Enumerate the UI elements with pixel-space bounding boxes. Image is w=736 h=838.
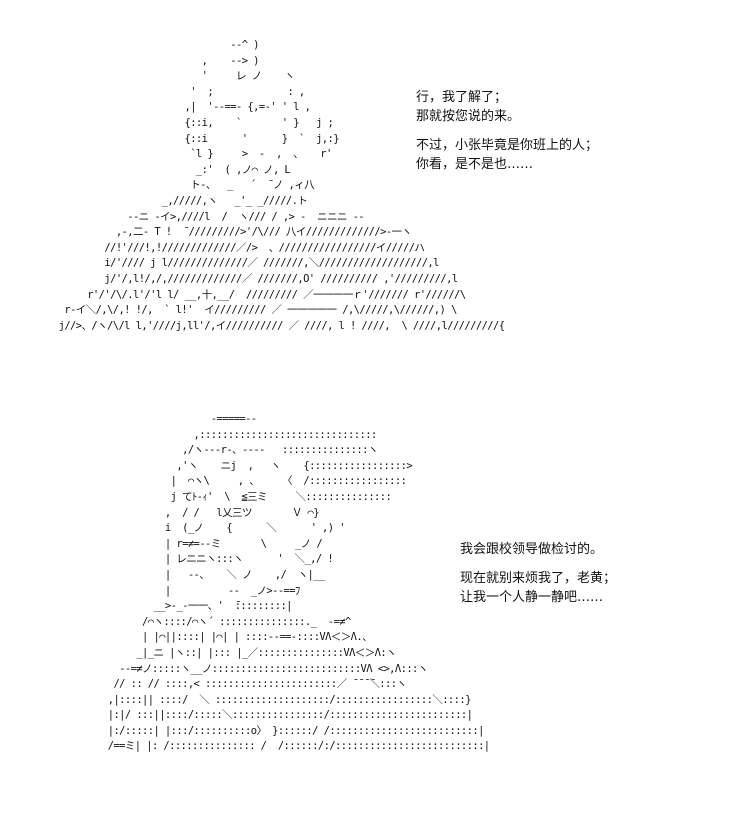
- dialogue-line: 让我一个人静一静吧……: [460, 590, 604, 605]
- bottom-panel: -=====-- ,::::::::::::::::::::::::::::::…: [0, 400, 736, 838]
- dialogue-line: 行，我了解了；: [416, 90, 508, 105]
- dialogue-line: 那就按您说的来。: [416, 109, 521, 124]
- dialogue-line: 你看，是不是也……: [416, 157, 534, 172]
- dialogue-line: 现在就别来烦我了，老黄；: [460, 571, 617, 586]
- top-panel: --^ ) , --> ) ' レ ノ ヽ ' ; : , ,| '--==- …: [0, 0, 736, 400]
- dialogue-line: 不过，小张毕竟是你班上的人；: [416, 138, 599, 153]
- dialogue-gap: [460, 559, 730, 569]
- bottom-dialogue: 我会跟校领导做检讨的。 现在就别来烦我了，老黄； 让我一个人静一静吧……: [460, 540, 730, 607]
- dialogue-line: 我会跟校领导做检讨的。: [460, 542, 604, 557]
- top-dialogue: 行，我了解了； 那就按您说的来。 不过，小张毕竟是你班上的人； 你看，是不是也……: [416, 88, 716, 174]
- dialogue-gap: [416, 126, 716, 136]
- bottom-ascii-art-character: -=====-- ,::::::::::::::::::::::::::::::…: [107, 413, 490, 753]
- top-ascii-art-character: --^ ) , --> ) ' レ ノ ヽ ' ; : , ,| '--==- …: [58, 39, 505, 332]
